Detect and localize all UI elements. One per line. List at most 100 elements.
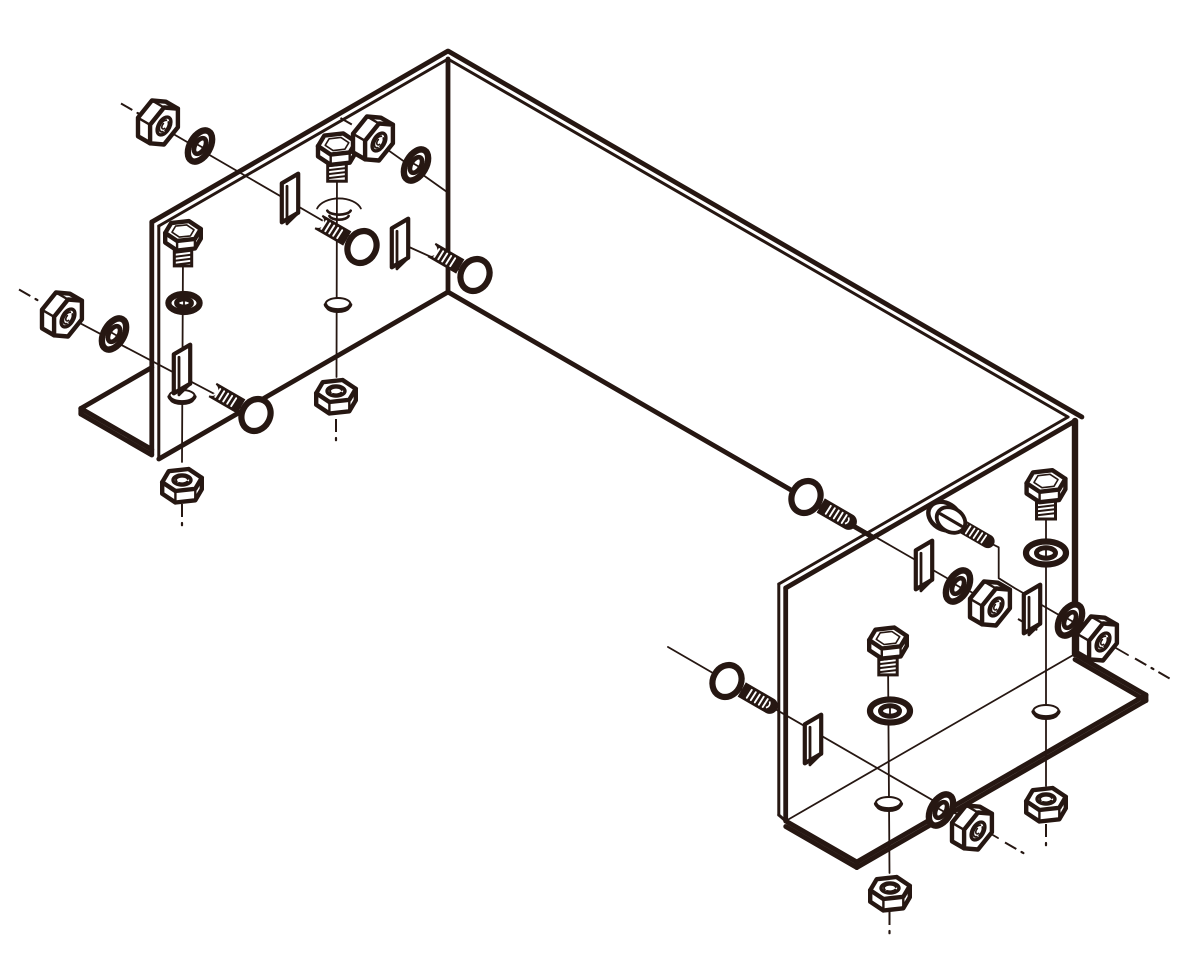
- axis-guide-lines-stroke: [18, 288, 31, 297]
- carriage-bolt-3-stroke: [432, 248, 438, 256]
- axial-washer-4-stroke: [951, 582, 965, 590]
- carriage-bolt-4: [788, 477, 857, 530]
- carriage-bolt-4-stroke: [788, 477, 824, 517]
- hex-nut-3: [868, 874, 912, 913]
- axial-washer-6-stroke: [934, 806, 948, 814]
- carriage-bolt-5: [709, 661, 778, 714]
- flat-washer-1: [165, 290, 203, 316]
- axial-washer-3-stroke: [409, 161, 423, 169]
- axial-hex-nut-5-stroke: [1097, 635, 1107, 649]
- pan-head-screw-stroke: [964, 525, 972, 535]
- carriage-bolt-2-stroke: [344, 227, 380, 267]
- carriage-bolt-4-stroke: [844, 517, 850, 525]
- axis-guide-lines-stroke: [335, 162, 338, 378]
- carriage-bolt-5-stroke: [745, 688, 753, 699]
- axial-hex-nut-5-stroke: [1100, 638, 1105, 646]
- pan-head-screw-stroke: [980, 534, 988, 544]
- carriage-bolt-3-stroke: [441, 252, 449, 263]
- foot-hole-3: [873, 796, 904, 813]
- carriage-bolt-1: [208, 382, 274, 435]
- carriage-bolt-5-stroke: [709, 661, 745, 701]
- axial-washer-6: [925, 791, 957, 829]
- pan-head-screw-stroke: [968, 527, 976, 537]
- hex-bolt-3-stroke: [878, 669, 898, 674]
- axial-hex-nut-1-stroke: [136, 116, 152, 126]
- axial-hex-nut-3-stroke: [379, 137, 385, 148]
- axial-hex-nut-5-stroke: [1103, 637, 1109, 648]
- carriage-bolt-5-stroke: [753, 693, 761, 704]
- axis-guide-lines-stroke: [34, 297, 39, 302]
- foot-hole-2-stroke: [325, 306, 351, 313]
- carriage-bolt-2-stroke: [320, 220, 328, 230]
- hardware-parts: [39, 98, 1120, 913]
- slot-hole-2: [279, 171, 301, 226]
- axial-hex-nut-3-stroke: [351, 132, 367, 142]
- carriage-bolt-2-stroke: [319, 220, 325, 228]
- axial-hex-nut-4: [967, 579, 1013, 628]
- axis-guide-lines-stroke: [887, 657, 891, 874]
- axis-guide-lines-stroke: [986, 540, 1027, 596]
- bracket-body-stroke: [157, 57, 1070, 586]
- axial-hex-nut-5: [1074, 614, 1120, 663]
- axis-guide-lines-stroke: [146, 118, 357, 241]
- axial-hex-nut-2-stroke: [62, 311, 72, 325]
- axial-hex-nut-6-stroke: [975, 827, 980, 835]
- hex-nut-2-stroke: [329, 386, 343, 394]
- flat-washer-2: [866, 696, 914, 726]
- axial-washer-5-stroke: [1063, 616, 1077, 624]
- pan-head-screw-stroke: [976, 532, 984, 542]
- hole-recess-arc: [316, 197, 362, 221]
- hex-bolt-2-stroke: [324, 136, 350, 152]
- axial-washer-3: [400, 146, 432, 184]
- hex-nut-1-stroke: [175, 475, 189, 483]
- axial-hex-nut-5-stroke: [1089, 615, 1105, 625]
- carriage-bolt-1-stroke: [226, 394, 234, 405]
- pan-head-screw-stroke: [938, 512, 964, 528]
- axial-hex-nut-1-stroke: [158, 119, 168, 133]
- axial-hex-nut-5-stroke: [1075, 632, 1091, 642]
- carriage-bolt-3-stroke: [457, 255, 493, 295]
- hex-nut-1-stroke: [178, 480, 189, 485]
- hex-bolt-2-stroke: [327, 175, 347, 180]
- axial-hex-nut-4-stroke: [968, 597, 984, 607]
- hex-bolt-4-stroke: [1033, 473, 1059, 489]
- axial-hex-nut-2-stroke: [54, 291, 70, 301]
- bracket-body-stroke: [783, 818, 860, 865]
- carriage-bolt-2: [314, 214, 380, 267]
- axial-hex-nut-1-stroke: [161, 122, 166, 130]
- axial-hex-nut-2: [39, 290, 85, 339]
- hex-nut-3-stroke: [883, 883, 897, 891]
- slot-hole-5-stroke: [1027, 623, 1041, 637]
- carriage-bolt-4-stroke: [836, 511, 844, 522]
- axial-hex-nut-4-stroke: [996, 602, 1002, 613]
- carriage-bolt-1-stroke: [230, 397, 238, 408]
- slot-holes: [171, 171, 1043, 767]
- slot-hole-6: [802, 712, 824, 767]
- axial-hex-nut-6-stroke: [972, 824, 982, 838]
- axial-washer-2: [98, 315, 130, 353]
- slot-hole-1-stroke: [177, 383, 191, 397]
- hex-bolt-1-stroke: [174, 253, 192, 258]
- carriage-bolt-2-stroke: [336, 229, 344, 240]
- hex-bolt-1: [163, 218, 203, 268]
- hex-bolt-4-stroke: [1036, 508, 1056, 513]
- foot-hole-3-stroke: [876, 805, 901, 813]
- foot-hole-1-stroke: [169, 398, 195, 406]
- hex-bolt-2-stroke: [327, 167, 347, 172]
- carriage-bolt-3-stroke: [437, 250, 445, 261]
- axial-hex-nut-2-stroke: [40, 308, 56, 318]
- axial-hex-nut-3-stroke: [365, 115, 381, 125]
- axial-hex-nut-1: [135, 98, 181, 147]
- bracket-body-stroke: [78, 406, 155, 452]
- axis-guide-lines-stroke: [1020, 850, 1025, 855]
- bracket-body-stroke: [1072, 651, 1149, 698]
- carriage-bolt-1-stroke: [238, 395, 274, 435]
- hex-nut-3-stroke: [886, 888, 897, 893]
- hole-recess-arc-stroke: [328, 214, 350, 221]
- carriage-bolt-5-stroke: [749, 691, 757, 702]
- slot-hole-2-stroke: [285, 212, 299, 226]
- axial-hex-nut-2-stroke: [68, 313, 74, 324]
- axis-guide-lines-stroke: [1004, 841, 1017, 850]
- bracket-body-stroke: [149, 48, 1085, 420]
